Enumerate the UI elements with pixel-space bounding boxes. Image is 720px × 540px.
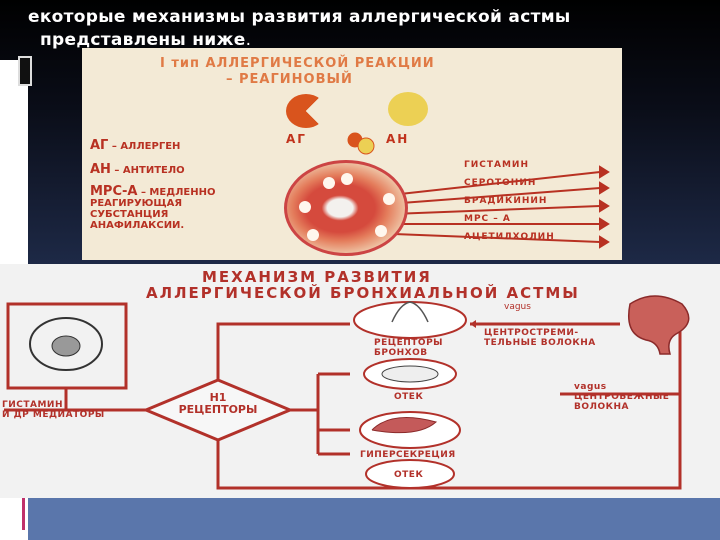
allergen-shape <box>286 94 326 128</box>
mediator-mrs-a: МРС – А <box>464 214 511 224</box>
mediator-histamine: ГИСТАМИН <box>464 160 529 170</box>
legend-item-mrs: МРС-А – МЕДЛЕННО РЕАГИРУЮЩАЯ СУБСТАНЦИЯ … <box>90 186 216 231</box>
afferent-fibers-label: ЦЕНТРОСТРЕМИ-ТЕЛЬНЫЕ ВОЛОКНА <box>484 328 596 348</box>
slide-title-line2-text: представлены ниже <box>40 30 246 50</box>
edema-label-2: ОТЕК <box>394 470 423 480</box>
type1-reaction-image: I тип АЛЛЕРГИЧЕСКОЙ РЕАКЦИИ – РЕАГИНОВЫЙ… <box>82 48 622 260</box>
legend-item-ag: АГ – АЛЛЕРГЕН <box>90 140 180 152</box>
vagus-top-label: vagus <box>504 302 531 312</box>
mediator-bradykinin: БРАДИКИНИН <box>464 196 547 206</box>
label-ag: АГ <box>286 132 307 146</box>
bullet-marker <box>18 56 32 86</box>
type1-heading-line2: – РЕАГИНОВЫЙ <box>226 72 353 87</box>
slide-title-line1: екоторые механизмы развития аллергическо… <box>0 6 700 29</box>
accent-bar <box>22 498 25 530</box>
mast-cell-image <box>284 160 408 256</box>
slide-bottom-band <box>28 498 720 540</box>
mechanism-heading-line2: АЛЛЕРГИЧЕСКОЙ БРОНХИАЛЬНОЙ АСТМЫ <box>146 284 580 302</box>
legend-item-an: АН – АНТИТЕЛО <box>90 164 185 176</box>
mediator-serotonin: СЕРОТОНИН <box>464 178 536 188</box>
slide-title-dot: . <box>246 30 252 50</box>
hypersecretion-label: ГИПЕРСЕКРЕЦИЯ <box>360 450 456 460</box>
antibody-shape <box>388 92 428 126</box>
mediator-acetylcholine: АЦЕТИЛХОЛИН <box>464 232 555 242</box>
type1-heading-line1: I тип АЛЛЕРГИЧЕСКОЙ РЕАКЦИИ <box>160 56 435 71</box>
slide-title: екоторые механизмы развития аллергическо… <box>0 6 700 52</box>
asthma-mechanism-diagram: МЕХАНИЗМ РАЗВИТИЯ АЛЛЕРГИЧЕСКОЙ БРОНХИАЛ… <box>0 264 720 498</box>
edema-label-1: ОТЕК <box>394 392 423 402</box>
label-an: АН <box>386 132 409 146</box>
